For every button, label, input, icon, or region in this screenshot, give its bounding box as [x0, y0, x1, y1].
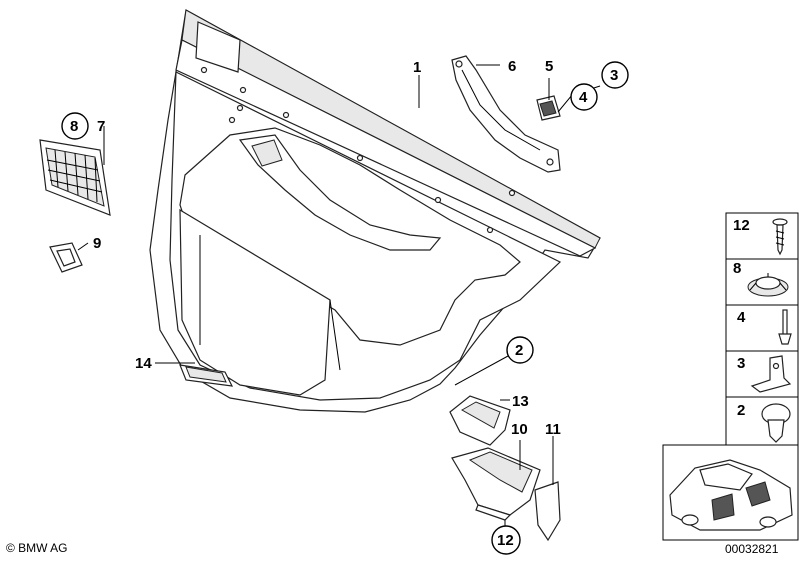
side-trim-part-11[interactable]: [534, 481, 561, 542]
label-7: 7: [97, 118, 105, 135]
callout-circle-3: [601, 61, 629, 89]
callout-circle-12: [491, 525, 521, 555]
callout-circle-8: [61, 112, 89, 140]
callout-labels: 1 6 5 3 4 8 7 9 14 2 13 10 11 12: [61, 58, 629, 555]
panel-label-2: 2: [737, 402, 745, 419]
label-13: 13: [512, 393, 529, 410]
screw-icon: [772, 218, 788, 256]
callout-circle-2: [506, 336, 534, 364]
label-4: 4: [579, 89, 588, 106]
copyright-text: © BMW AG: [6, 541, 68, 555]
panel-label-8: 8: [733, 260, 741, 277]
cover-part-14[interactable]: [179, 364, 234, 387]
rosette-clip-icon: [747, 273, 789, 297]
label-14: 14: [135, 355, 152, 372]
label-6: 6: [508, 58, 516, 75]
expanding-rivet-icon: [761, 403, 791, 443]
panel-label-12: 12: [733, 217, 750, 234]
label-1: 1: [413, 59, 421, 76]
callout-circle-4: [570, 83, 598, 111]
bracket-clip-icon: [750, 355, 792, 393]
panel-label-3: 3: [737, 355, 745, 372]
label-11: 11: [545, 421, 561, 438]
label-8: 8: [70, 118, 78, 135]
diagram-number: 00032821: [725, 542, 779, 556]
tray-part-13[interactable]: [449, 395, 511, 446]
door-pull-bracket-part[interactable]: [451, 55, 561, 173]
label-12: 12: [497, 532, 514, 549]
label-3: 3: [610, 67, 618, 84]
door-panel-part[interactable]: [149, 9, 601, 413]
label-10: 10: [511, 421, 528, 438]
trim-frame-part[interactable]: [49, 242, 83, 273]
label-5: 5: [545, 58, 553, 75]
speaker-grille-part[interactable]: [39, 139, 111, 216]
car-location-thumbnail: [662, 444, 799, 541]
fastener-panel: 12 8 4 3 2: [725, 212, 799, 446]
panel-label-4: 4: [737, 309, 746, 326]
label-9: 9: [93, 235, 101, 252]
clip-part-5[interactable]: [536, 95, 561, 121]
pin-clip-icon: [778, 309, 792, 345]
storage-box-part[interactable]: [451, 447, 541, 521]
label-2: 2: [515, 342, 523, 359]
